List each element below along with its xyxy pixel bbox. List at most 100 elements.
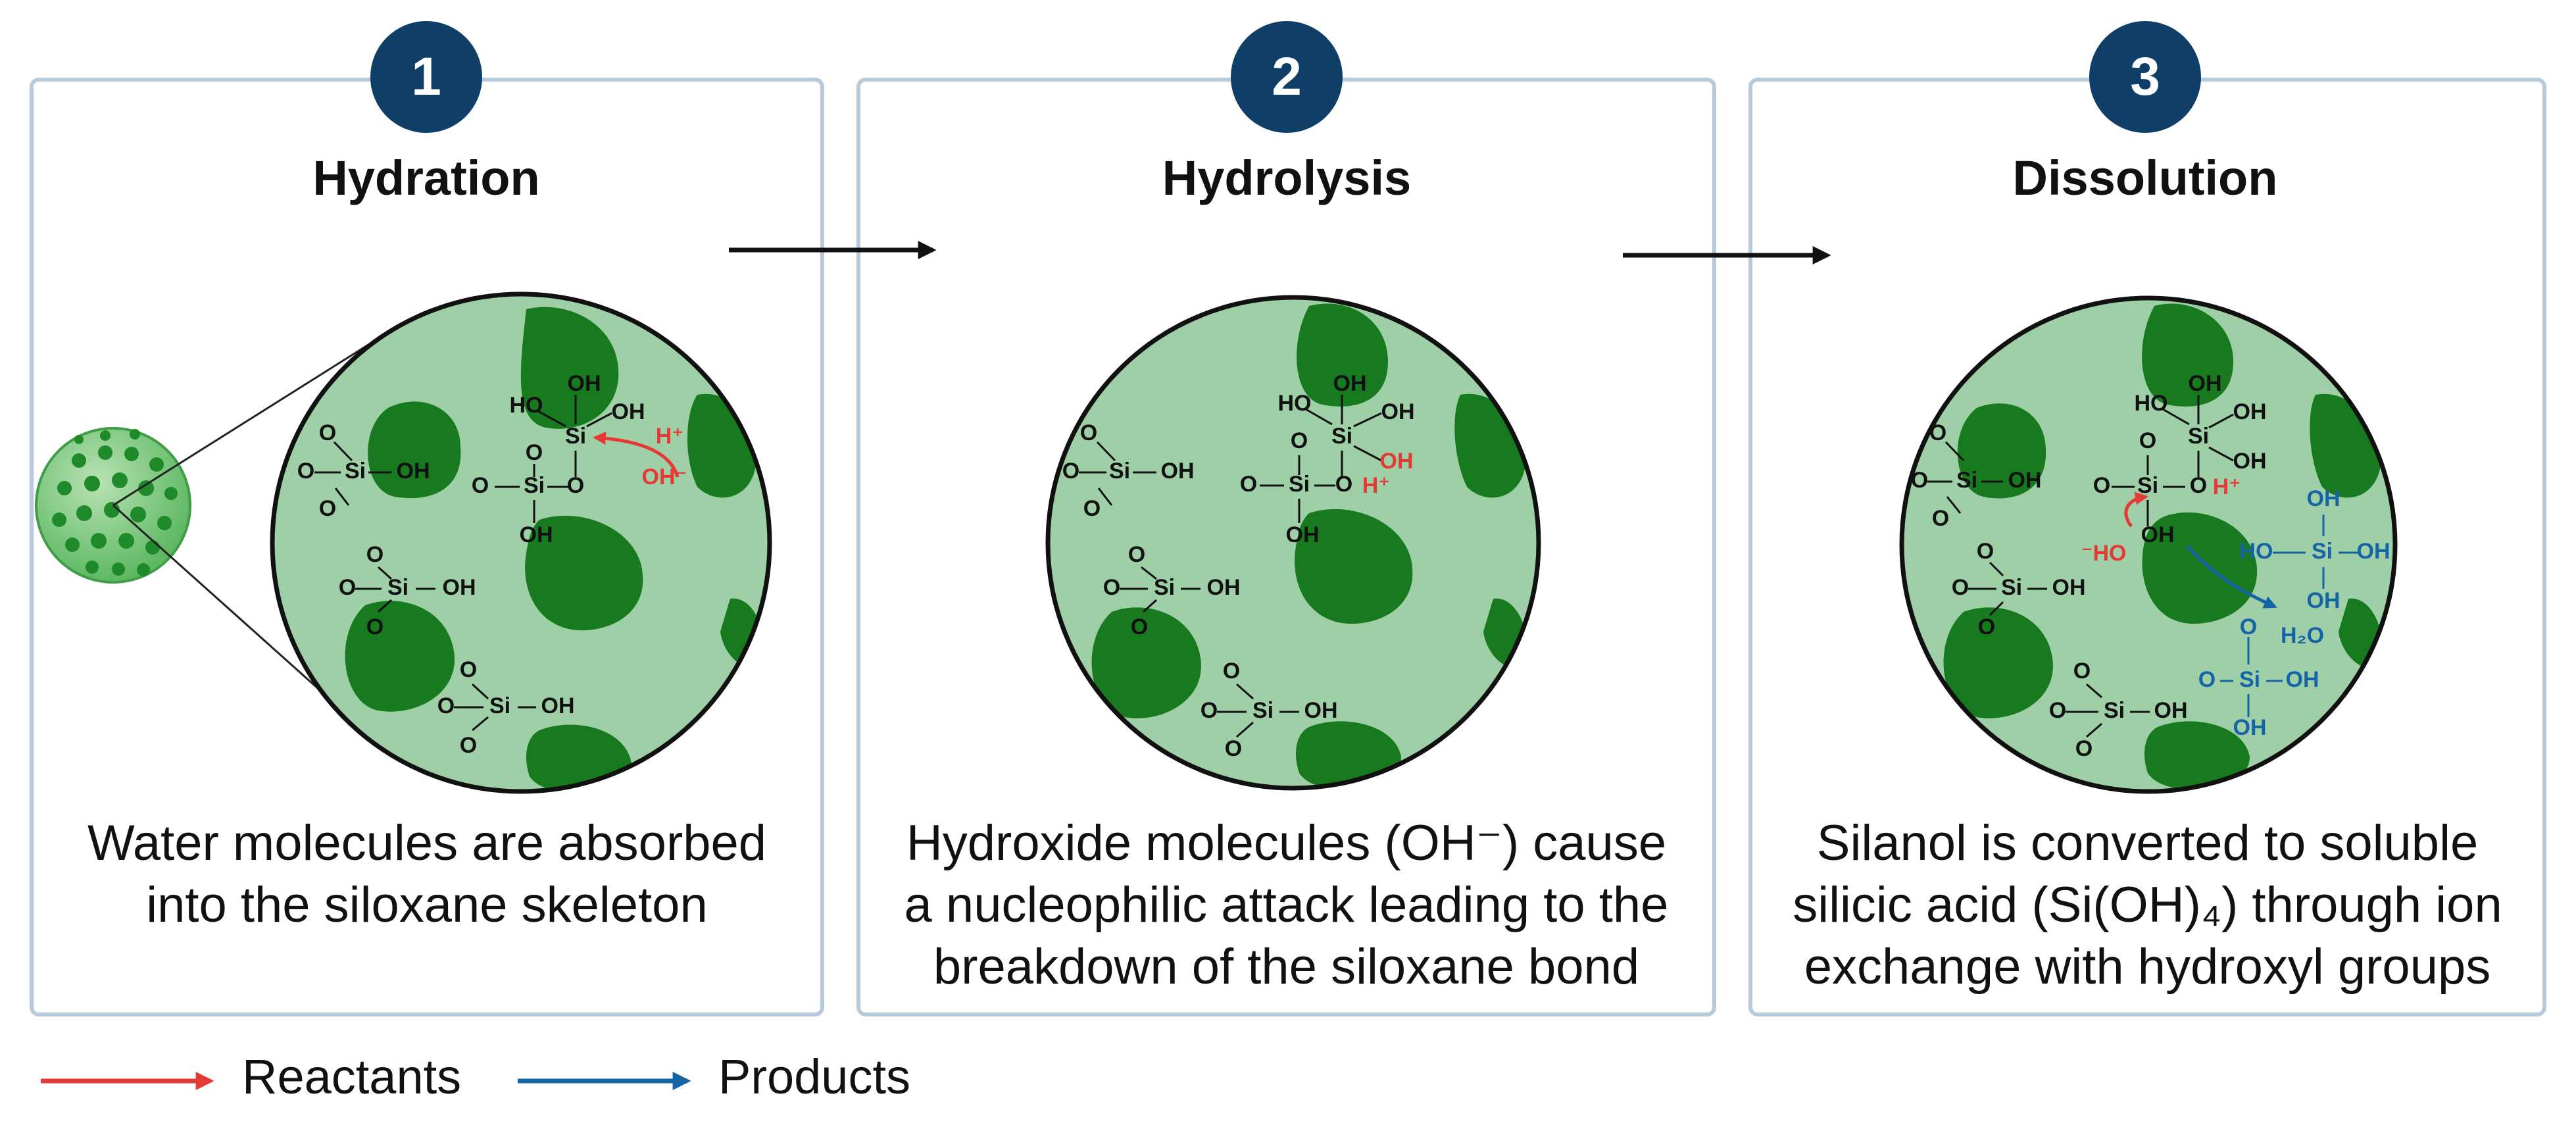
label-h-plus: H⁺ [2213,474,2241,499]
molecule-bonds [314,395,2234,738]
label-oh: OH [2233,449,2267,474]
label-o: O [1952,575,1969,600]
label-oh: OH [2154,698,2188,723]
label-o: O [1911,468,1928,493]
label-h-plus: H⁺ [656,424,684,449]
label-ho-minus: ⁻HO [2081,541,2127,566]
reactant-arrow-3 [2124,491,2148,528]
label-si-product: Si [2312,539,2333,564]
label-h2o: H₂O [2281,623,2324,648]
label-si: Si [489,693,510,718]
step-caption-2: Hydroxide molecules (OH⁻) cause a nucleo… [856,813,1716,998]
label-oh: OH [2233,399,2267,424]
label-o: O [297,459,314,484]
label-oh: OH [1333,371,1367,396]
step-number-badge-3: 3 [2089,21,2201,133]
label-o: O [567,473,584,498]
label-oh-red: OH [1380,449,1414,474]
step-number-badge-1: 1 [370,21,482,133]
label-oh: OH [2052,575,2086,600]
label-o: O [1131,614,1148,639]
label-oh: OH [612,399,645,424]
caption-line: breakdown of the siloxane bond [933,939,1640,995]
molecule-labels: OH HO OH Si O O Si O OH H⁺ OH⁻ O O Si OH… [297,371,2390,761]
label-o: O [1103,575,1120,600]
label-o: O [437,693,455,718]
label-o: O [2190,473,2207,498]
label-o: O [1062,459,1079,484]
label-o: O [1083,496,1101,521]
caption-line: silicic acid (Si(OH)₄) through ion [1793,877,2502,933]
label-oh: OH [1286,522,1320,547]
step-caption-1: Water molecules are absorbed into the si… [30,813,824,936]
label-oh: OH [541,693,575,718]
label-si: Si [387,575,409,600]
label-oh-product: OH [2286,667,2319,692]
zoom-circle-2 [1045,295,1541,791]
step-title-hydration: Hydration [312,151,540,205]
label-si: Si [2137,473,2158,498]
label-oh: OH [1381,399,1415,424]
label-oh-product: OH [2357,539,2390,564]
zoom-line-top [112,331,389,507]
step-caption-3: Silanol is converted to soluble silicic … [1748,813,2546,998]
label-oh: OH [2141,522,2175,547]
label-o: O [1240,472,1257,497]
label-oh: OH [2189,371,2222,396]
label-o: O [1128,542,1145,567]
label-oh-product: OH [2233,715,2267,740]
label-o: O [2075,736,2093,761]
label-oh: OH [397,459,430,484]
label-o: O [339,575,356,600]
label-o: O [1977,539,1994,564]
label-o: O [1929,420,1946,445]
legend-reactants-label: Reactants [242,1049,462,1104]
step-title-hydrolysis: Hydrolysis [1162,151,1412,205]
label-si: Si [1154,575,1175,600]
reactant-arrow-1 [593,432,680,478]
zoom-circle-1 [270,291,772,794]
label-o: O [1335,472,1352,497]
label-si-product: Si [2239,667,2260,692]
step-number-badge-2: 2 [1231,21,1343,133]
label-o: O [319,496,336,521]
label-o: O [1291,428,1308,453]
product-arrow-3 [2186,545,2277,609]
label-ho: HO [1278,391,1312,416]
label-oh: OH [443,575,476,600]
label-si: Si [565,424,586,449]
label-o: O [366,542,384,567]
caption-line: Hydroxide molecules (OH⁻) cause [906,815,1667,871]
label-o: O [1223,659,1240,684]
label-si: Si [2104,698,2125,723]
label-o: O [1201,698,1218,723]
label-o-product: O [2240,614,2257,639]
label-o: O [2139,428,2156,453]
label-o: O [460,733,477,758]
label-si: Si [2001,575,2022,600]
label-oh: OH [568,371,601,396]
label-oh: OH [1207,575,1241,600]
label-oh-product: OH [2307,588,2341,613]
caption-line: Water molecules are absorbed [87,815,767,871]
label-oh-minus: OH⁻ [642,464,687,489]
zoom-circle-3 [1899,295,2398,794]
label-si: Si [1331,424,1352,449]
label-oh: OH [1304,698,1338,723]
label-o: O [1225,736,1242,761]
label-o: O [2093,473,2110,498]
label-si: Si [345,459,366,484]
label-oh-product: OH [2307,486,2341,511]
label-si: Si [524,473,545,498]
step-title-dissolution: Dissolution [2012,151,2278,205]
caption-line: exchange with hydroxyl groups [1804,939,2491,995]
label-si: Si [1109,459,1130,484]
label-ho: HO [2135,391,2168,416]
label-si: Si [1956,468,1977,493]
product-bonds [2220,514,2358,717]
label-o-product: O [2198,667,2216,692]
legend-products-label: Products [718,1049,911,1104]
label-o: O [319,420,336,445]
label-o: O [1080,420,1097,445]
